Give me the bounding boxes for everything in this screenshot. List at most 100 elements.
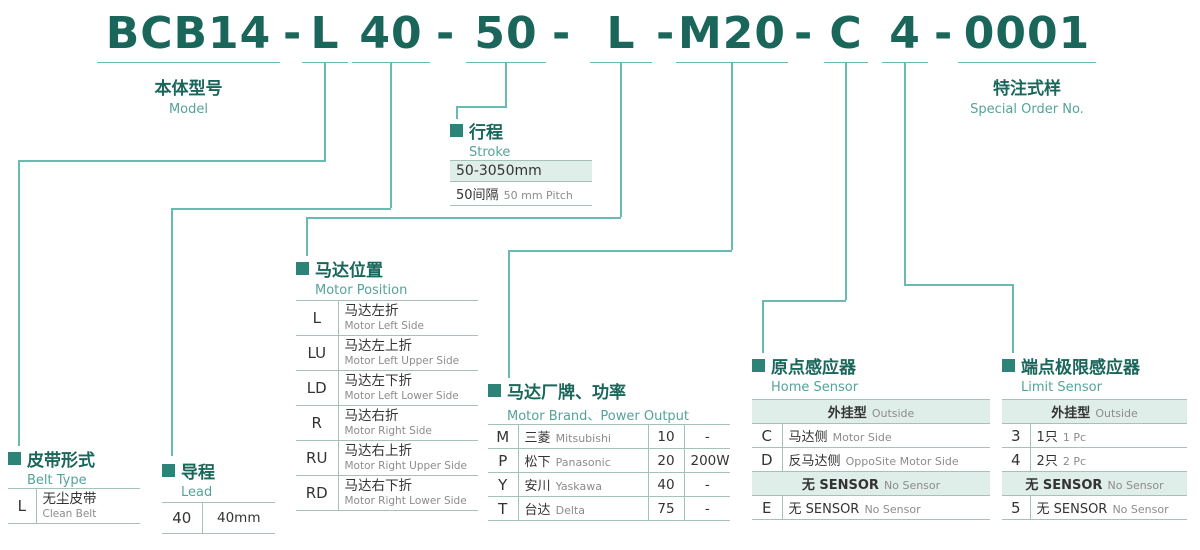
section-motor-position: 马达位置 Motor Position: [296, 256, 407, 298]
text-cn: 外挂型: [827, 406, 867, 421]
model-separator: -: [436, 8, 456, 59]
section-title-en: Motor Brand、Power Output: [507, 409, 690, 424]
code-cell: RU: [296, 440, 339, 476]
code-cell: RD: [296, 475, 339, 511]
text-cn: 无尘皮带: [42, 491, 97, 507]
code-cell: 4: [1002, 447, 1031, 472]
code-cell: C: [752, 423, 783, 448]
connector-line: [620, 63, 622, 217]
connector-line: [508, 250, 732, 252]
text-cn: 无 SENSOR: [1036, 502, 1108, 517]
section-title-cn: 皮带形式: [27, 451, 95, 471]
table-row: 4 2只 2 Pc: [1002, 447, 1187, 472]
table-group-header: 外挂型 Outside: [752, 399, 990, 424]
section-title-cn: 端点极限感应器: [1021, 358, 1140, 378]
connector-line: [904, 63, 906, 284]
table-row: 5 无 SENSOR No Sensor: [1002, 495, 1187, 520]
section-home-sensor: 原点感应器 Home Sensor: [752, 353, 858, 395]
text-en: Panasonic: [555, 456, 611, 469]
connector-line: [904, 284, 1013, 286]
text-cn: 1只: [1036, 430, 1058, 445]
desc-cell: 1只 1 Pc: [1029, 423, 1187, 448]
power-cell: -: [683, 472, 730, 497]
model-separator: -: [794, 8, 814, 59]
connector-line: [508, 250, 510, 378]
section-title-cn: 马达厂牌、功率: [507, 383, 626, 403]
model-separator: -: [656, 8, 676, 59]
table-row: 50-3050mm: [450, 160, 592, 182]
section-title-en: Belt Type: [27, 473, 87, 488]
code-cell: R: [296, 405, 339, 441]
text-cn: 反马达侧: [788, 454, 841, 469]
code-cell: M: [488, 424, 519, 449]
code-cell: Y: [488, 472, 519, 497]
model-separator: -: [283, 8, 303, 59]
connector-line: [456, 106, 507, 108]
section-title-cn: 特注式样: [993, 79, 1061, 99]
power-code-cell: 10: [647, 424, 685, 449]
code-cell: T: [488, 496, 519, 521]
bullet-square-icon: [450, 124, 463, 137]
brand-cell: 安川 Yaskawa: [517, 472, 649, 497]
text-en: Mitsubishi: [555, 432, 611, 445]
section-title-cn: 导程: [181, 463, 215, 483]
bullet-square-icon: [8, 452, 21, 465]
code-cell: LU: [296, 335, 339, 371]
connector-line: [1012, 284, 1014, 353]
text-cn: 50间隔: [456, 188, 499, 203]
limit-sensor-table: 外挂型 Outside 3 1只 1 Pc 4 2只 2 Pc 无 SENSOR…: [1002, 399, 1187, 520]
text-en: No Sensor: [1107, 479, 1164, 492]
model-segment-motor-brand: M20: [676, 6, 788, 63]
bullet-square-icon: [488, 384, 501, 397]
model-separator: -: [552, 8, 572, 59]
table-row: C 马达侧 Motor Side: [752, 423, 990, 448]
connector-line: [306, 217, 621, 219]
section-title-en: Limit Sensor: [1021, 380, 1102, 395]
text-cn: 马达右折: [344, 408, 399, 424]
table-row: T 台达 Delta 75 -: [488, 496, 730, 521]
brand-cell: 三菱 Mitsubishi: [517, 424, 649, 449]
section-title-en: Model: [168, 102, 209, 117]
model-segment-stroke: 50: [466, 6, 546, 63]
group-header-cell: 无 SENSOR No Sensor: [1002, 471, 1187, 496]
power-cell: -: [683, 496, 730, 521]
brand-cell: 松下 Panasonic: [517, 448, 649, 473]
table-group-header: 外挂型 Outside: [1002, 399, 1187, 424]
connector-line: [18, 160, 20, 446]
text-en: Motor Right Lower Side: [344, 495, 467, 507]
table-row: Y 安川 Yaskawa 40 -: [488, 472, 730, 497]
model-segment-limit-sensor: 4: [882, 6, 928, 63]
text-cn: 马达左下折: [344, 373, 413, 389]
section-title-cn: 本体型号: [154, 79, 223, 99]
text-en: Motor Right Upper Side: [344, 460, 468, 472]
text-en: Yaskawa: [555, 480, 602, 493]
text-cn: 马达右上折: [344, 443, 413, 459]
group-header-cell: 外挂型 Outside: [752, 399, 990, 424]
stroke-table: 50-3050mm 50间隔 50 mm Pitch: [450, 160, 592, 206]
text-cn: 台达: [524, 503, 551, 518]
desc-cell: 无 SENSOR No Sensor: [1029, 495, 1187, 520]
connector-line: [505, 63, 507, 106]
model-segment-motor-position: L: [590, 6, 652, 63]
desc-cell: 反马达侧 OppoSite Motor Side: [781, 447, 990, 472]
section-stroke: 行程 Stroke: [450, 118, 510, 160]
connector-line: [306, 217, 308, 256]
table-row: P 松下 Panasonic 20 200W: [488, 448, 730, 473]
group-header-cell: 无 SENSOR No Sensor: [752, 471, 990, 496]
code-cell: L: [296, 300, 339, 336]
text-cn: 2只: [1036, 454, 1058, 469]
code-cell: 3: [1002, 423, 1031, 448]
text-en: No Sensor: [884, 479, 941, 492]
stroke-pitch-cell: 50间隔 50 mm Pitch: [450, 181, 592, 206]
stroke-range-cell: 50-3050mm: [450, 160, 592, 182]
text-cn: 安川: [524, 479, 551, 494]
model-segment-home-sensor: C: [824, 6, 868, 63]
